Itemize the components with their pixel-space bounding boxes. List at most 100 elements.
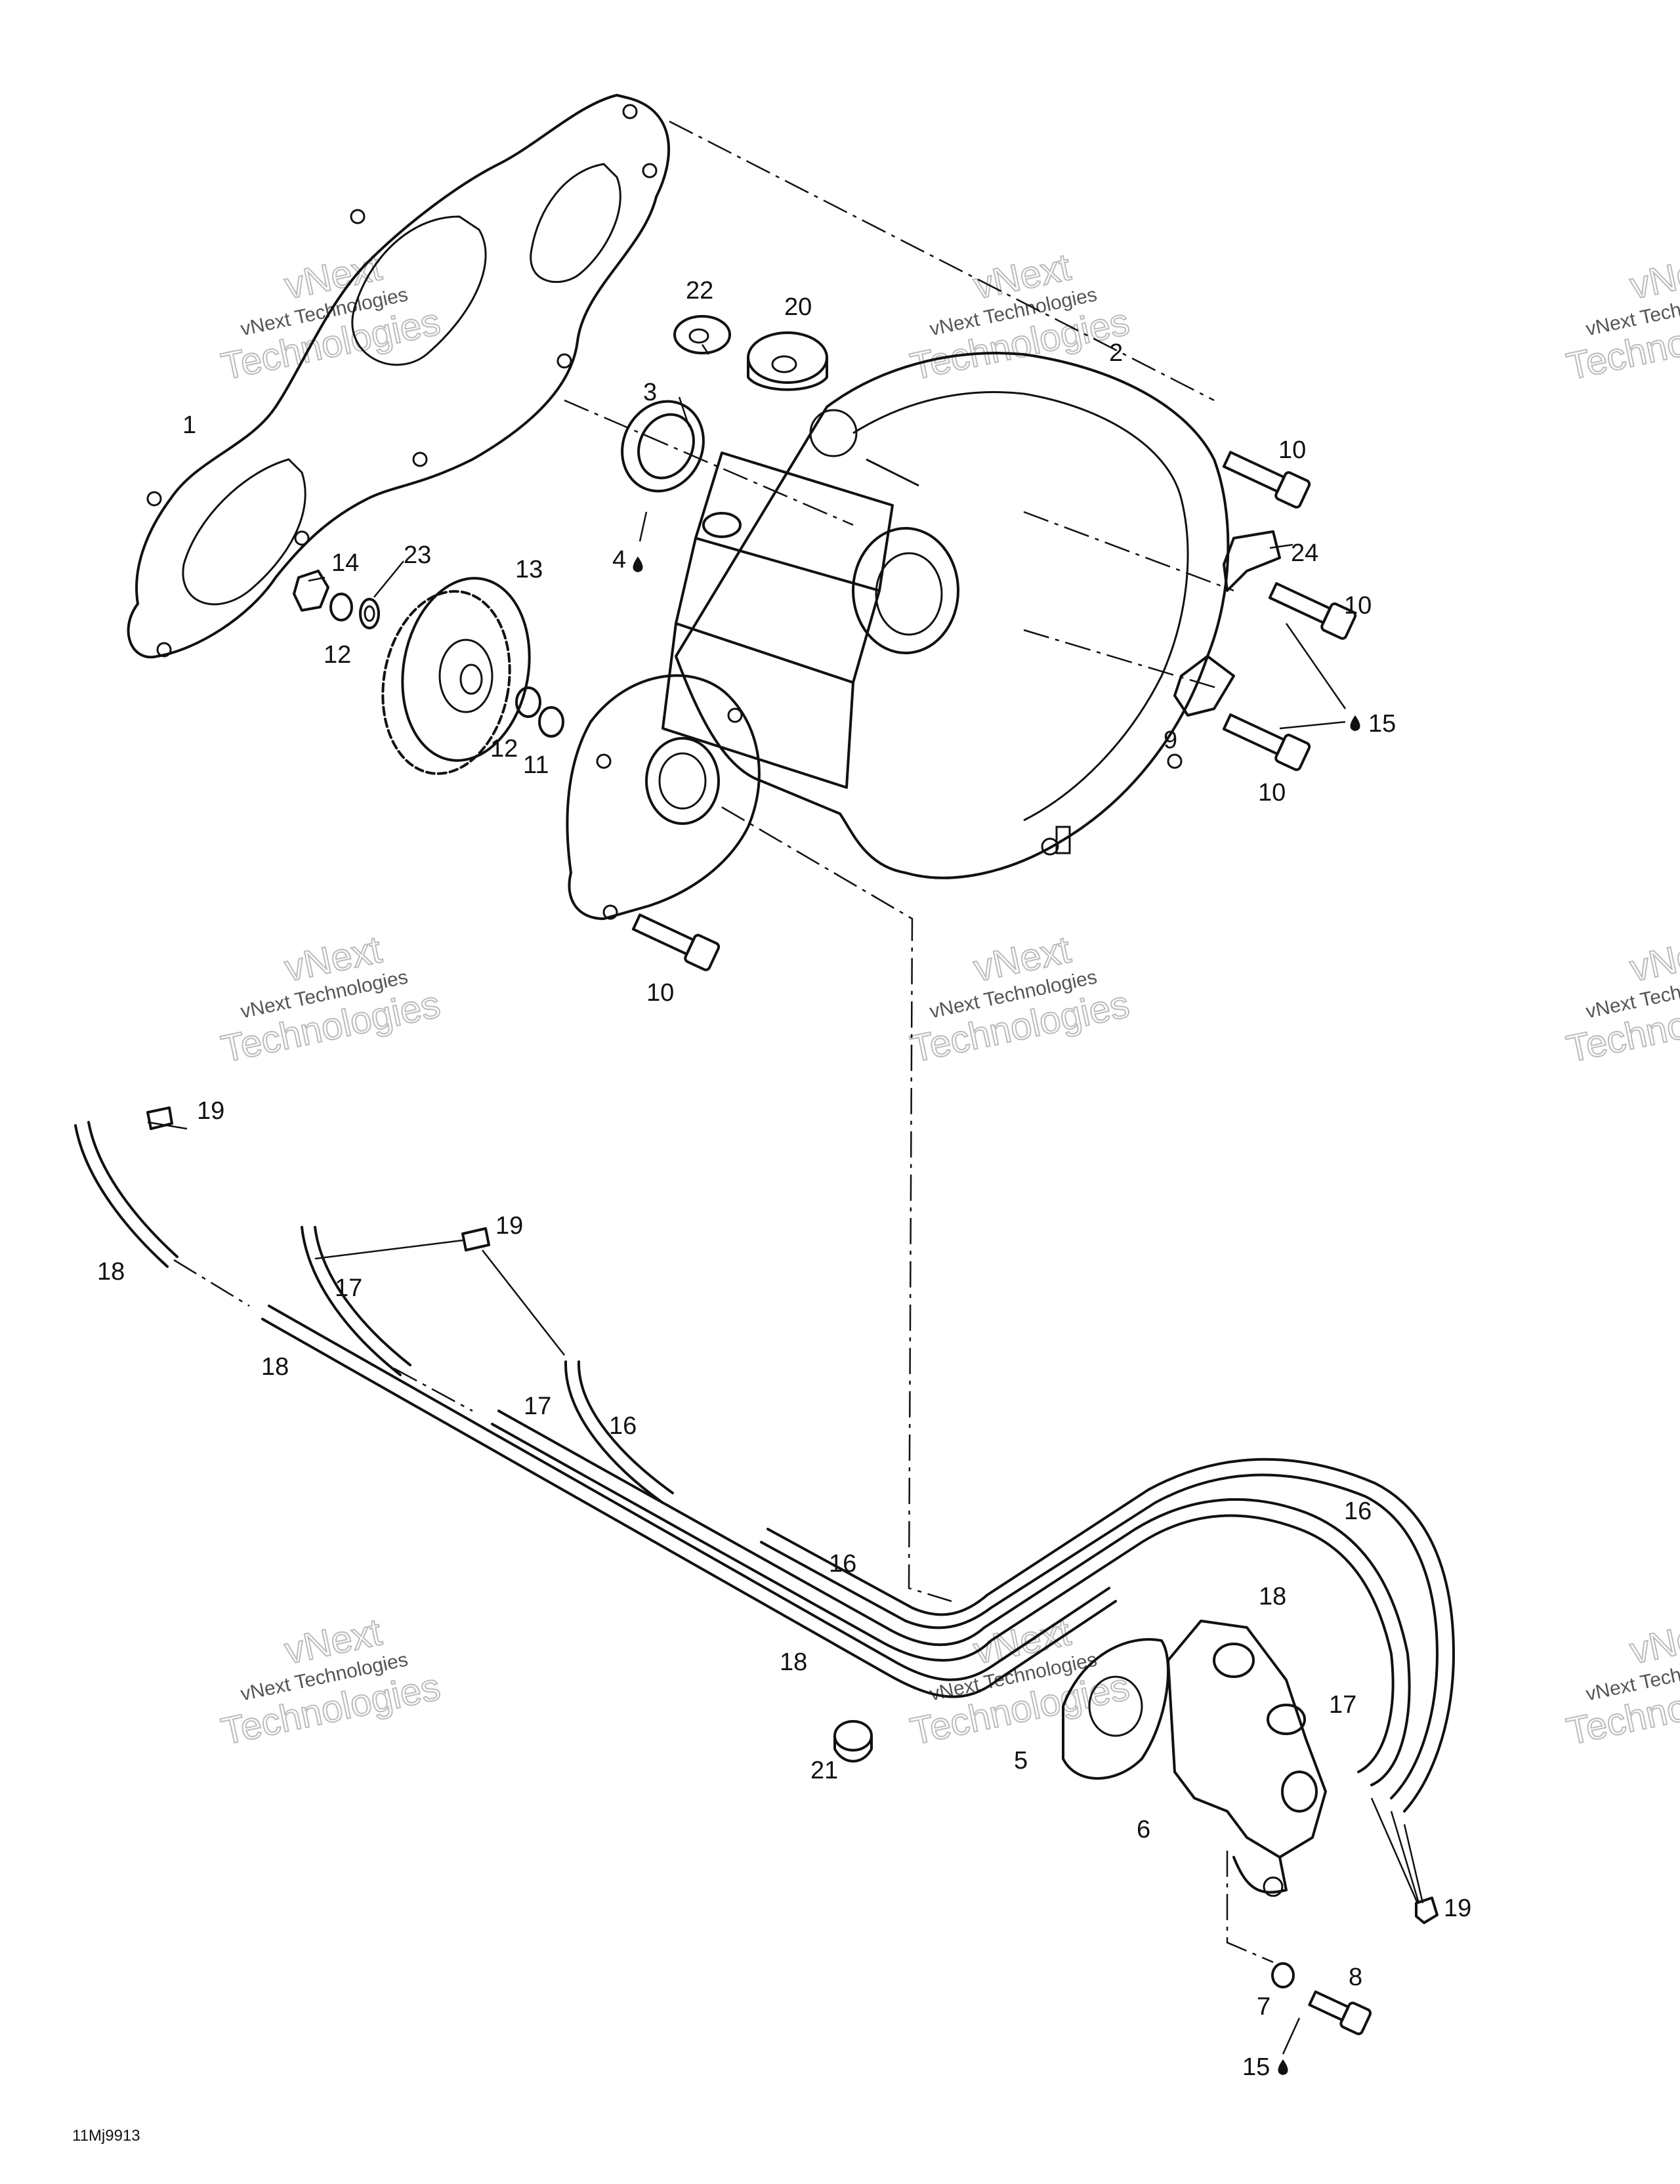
callouts: 1 2 3 4 5 6 7 8 9 10 10 10 10 11 12 12 1… xyxy=(97,277,1471,2081)
screw-10-bottom xyxy=(631,914,721,971)
leader-line xyxy=(678,396,690,427)
leader-lines xyxy=(147,344,1424,2055)
fitting-21 xyxy=(833,1720,873,1763)
leader-line xyxy=(308,576,326,582)
drop-icon xyxy=(633,556,643,572)
hose-17-upper xyxy=(301,1226,411,1376)
bolt-hole xyxy=(350,209,366,224)
watermark-text: vNext xyxy=(1626,1610,1680,1672)
washer-7 xyxy=(1271,1962,1295,1988)
reference-code: 11Mj9913 xyxy=(72,2127,140,2145)
callout-10-bottom: 10 xyxy=(646,979,674,1007)
lubrication-drops xyxy=(633,556,1360,2075)
clamp-19-b xyxy=(461,1227,490,1251)
leader-line xyxy=(1370,1797,1419,1904)
leader-line xyxy=(147,1121,188,1130)
leader-line xyxy=(1285,623,1347,709)
callout-18-right: 18 xyxy=(1259,1583,1286,1610)
callout-2: 2 xyxy=(1109,339,1123,367)
callout-4: 4 xyxy=(612,546,626,574)
hose-18-short xyxy=(74,1121,178,1268)
drop-icon xyxy=(1278,2059,1288,2075)
pump-gasket xyxy=(1062,1638,1169,1780)
screw-10-lower xyxy=(1222,713,1311,771)
watermark: vNext vNext Technologies Technologies xyxy=(906,245,1134,388)
clip-24 xyxy=(1223,530,1281,592)
callout-24: 24 xyxy=(1291,539,1318,567)
bolt-hole xyxy=(642,163,658,178)
bolt-hole xyxy=(412,452,428,467)
callout-3: 3 xyxy=(643,379,657,406)
bolt-hole xyxy=(294,530,310,546)
bolt-hole xyxy=(146,491,162,507)
callout-10-upper: 10 xyxy=(1278,436,1306,464)
clip-9 xyxy=(1173,655,1235,717)
callout-13: 13 xyxy=(515,556,543,583)
callout-8: 8 xyxy=(1349,1964,1362,1991)
callout-22: 22 xyxy=(686,277,713,304)
assembly-lines xyxy=(173,120,1274,1964)
callout-17-right: 17 xyxy=(1329,1691,1356,1719)
leader-line xyxy=(1403,1824,1424,1904)
callout-5: 5 xyxy=(1014,1747,1028,1774)
callout-10-middle: 10 xyxy=(1344,592,1372,620)
pump-housing-flange xyxy=(566,674,761,920)
hose-16-long xyxy=(760,1458,1455,1813)
cover-boss xyxy=(694,452,894,592)
callout-7: 7 xyxy=(1257,1993,1270,2021)
oil-pump xyxy=(1167,1620,1327,1897)
drop-icon xyxy=(1350,715,1360,731)
assembly-line xyxy=(669,120,1215,402)
callout-15-lower: 15 xyxy=(1242,2053,1270,2081)
callout-19-a: 19 xyxy=(197,1097,224,1125)
bolt-hole xyxy=(156,642,172,658)
watermark: vNext vNext Technologies Technologies xyxy=(1563,927,1680,1071)
leader-line xyxy=(1390,1811,1420,1904)
assembly-line xyxy=(1023,511,1234,592)
callout-11: 11 xyxy=(523,751,549,779)
watermark: vNext vNext Technologies Technologies xyxy=(906,927,1134,1071)
assembly-line xyxy=(173,1259,250,1307)
plug-22 xyxy=(673,315,731,354)
leader-line xyxy=(1282,2017,1301,2055)
screw-10-upper xyxy=(1222,451,1311,509)
plug-20 xyxy=(747,331,828,391)
leader-line xyxy=(1279,721,1346,730)
washer-12-lower xyxy=(515,686,541,718)
callout-16-right: 16 xyxy=(1344,1498,1372,1525)
callout-20: 20 xyxy=(784,293,812,321)
leader-line xyxy=(639,511,648,542)
callout-10-lower: 10 xyxy=(1258,779,1286,807)
bolt-hole xyxy=(556,353,572,369)
leader-line xyxy=(373,560,404,598)
assembly-line xyxy=(1023,629,1221,690)
spring-washer-23 xyxy=(359,598,380,629)
gasket xyxy=(127,94,671,659)
watermark: vNext vNext Technologies Technologies xyxy=(217,245,445,388)
washer-11 xyxy=(538,706,564,738)
callout-16-middle: 16 xyxy=(829,1550,856,1578)
cover-housing xyxy=(662,352,1230,879)
callout-23: 23 xyxy=(404,541,431,569)
oil-seal xyxy=(621,400,705,493)
callout-9: 9 xyxy=(1164,726,1177,754)
leader-line xyxy=(314,1239,463,1260)
screw-8 xyxy=(1308,1990,1372,2036)
nut-14 xyxy=(293,570,329,612)
leader-line xyxy=(482,1250,565,1356)
callout-17-upper: 17 xyxy=(335,1274,362,1302)
callout-12-upper: 12 xyxy=(324,641,351,669)
callout-12-lower: 12 xyxy=(490,735,518,763)
watermark-text: vNext xyxy=(1626,245,1680,307)
callout-17-middle: 17 xyxy=(524,1393,551,1420)
watermark: vNext vNext Technologies Technologies xyxy=(217,927,445,1071)
watermark: vNext vNext Technologies Technologies xyxy=(217,1610,445,1754)
hose-16-upper xyxy=(564,1360,674,1504)
callout-14: 14 xyxy=(331,549,359,577)
callout-1: 1 xyxy=(182,411,196,439)
clamp-19-c xyxy=(1415,1897,1438,1924)
drive-gear xyxy=(381,577,531,775)
watermark-text: vNext xyxy=(1626,928,1680,990)
screw-10-middle xyxy=(1268,582,1357,640)
